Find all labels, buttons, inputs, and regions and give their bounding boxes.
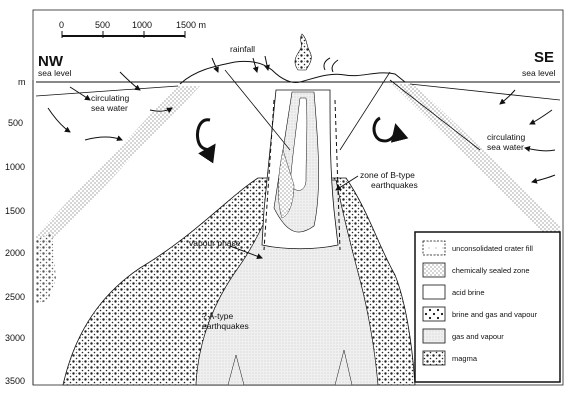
scale-tick-0: 0: [59, 20, 64, 30]
convection-swirl-left: [198, 120, 215, 150]
steam-puff-1: [324, 58, 330, 70]
right-seawater-band: [392, 84, 560, 250]
fault-right: [390, 80, 480, 150]
legend-item-gas-vapour: gas and vapour: [423, 329, 504, 343]
scale-tick-1500: 1500 m: [176, 20, 206, 30]
depth-tick-3500: 3500: [5, 376, 25, 386]
depth-axis: m 500 1000 1500 2000 2500 3000 3500: [5, 77, 33, 386]
land-surface: [180, 61, 405, 84]
flow-arrow-left-4: [48, 108, 70, 132]
depth-tick-2500: 2500: [5, 292, 25, 302]
depth-tick-1000: 1000: [5, 162, 25, 172]
vapour-phase-label: vapour phase: [189, 238, 241, 248]
legend-label-acid-brine: acid brine: [452, 288, 485, 297]
scale-bar: 0 500 1000 1500 m: [59, 20, 206, 38]
circulating-label-right-1: circulating: [487, 132, 526, 142]
legend-item-bgv: brine and gas and vapour: [423, 307, 538, 321]
flow-arrow-right-1: [500, 90, 515, 104]
flow-arrow-right-2: [530, 110, 552, 124]
sea-level-right: sea level: [522, 68, 556, 78]
rain-arrow-3: [265, 56, 268, 70]
scale-tick-1000: 1000: [132, 20, 152, 30]
flow-arrow-right-3: [525, 148, 555, 151]
circulating-label-left-1: circulating: [91, 93, 130, 103]
rainfall-label: rainfall: [230, 44, 255, 54]
convection-swirl-right: [374, 118, 396, 141]
depth-tick-500: 500: [8, 118, 23, 128]
rain-arrow-1: [212, 58, 218, 72]
circulating-label-left-2: sea water: [91, 103, 128, 113]
depth-tick-3000: 3000: [5, 333, 25, 343]
legend-item-acid-brine: acid brine: [423, 285, 485, 299]
seabed-right: [410, 84, 560, 100]
legend: unconsolidated crater fill chemically se…: [415, 232, 560, 382]
circulating-label-right-2: sea water: [487, 142, 524, 152]
a-type-label-2: earthquakes: [202, 321, 249, 331]
legend-label-gas-vapour: gas and vapour: [452, 332, 504, 341]
flow-arrow-left-2: [120, 72, 140, 90]
sea-level-left: sea level: [38, 68, 72, 78]
legend-label-crater-fill: unconsolidated crater fill: [452, 244, 533, 253]
rain-arrow-2: [253, 58, 257, 72]
scale-tick-500: 500: [95, 20, 110, 30]
a-type-label-1: ? A-type: [202, 311, 233, 321]
depth-unit: m: [18, 77, 26, 87]
b-type-label-1: zone of B-type: [360, 170, 415, 180]
left-deep-speckles: [36, 232, 56, 305]
direction-se: SE: [534, 49, 554, 66]
flow-arrow-left-5: [85, 137, 122, 140]
crater-wall-right: [340, 72, 390, 150]
legend-item-crater-fill: unconsolidated crater fill: [423, 241, 533, 255]
summit-plume: [295, 34, 311, 70]
depth-tick-2000: 2000: [5, 248, 25, 258]
depth-tick-1500: 1500: [5, 206, 25, 216]
steam-puff-2: [332, 60, 338, 72]
legend-label-sealed: chemically sealed zone: [452, 266, 530, 275]
flow-arrow-right-4: [532, 175, 555, 182]
legend-label-magma: magma: [452, 354, 478, 363]
b-type-label-2: earthquakes: [371, 180, 418, 190]
legend-label-bgv: brine and gas and vapour: [452, 310, 538, 319]
legend-item-sealed: chemically sealed zone: [423, 263, 530, 277]
